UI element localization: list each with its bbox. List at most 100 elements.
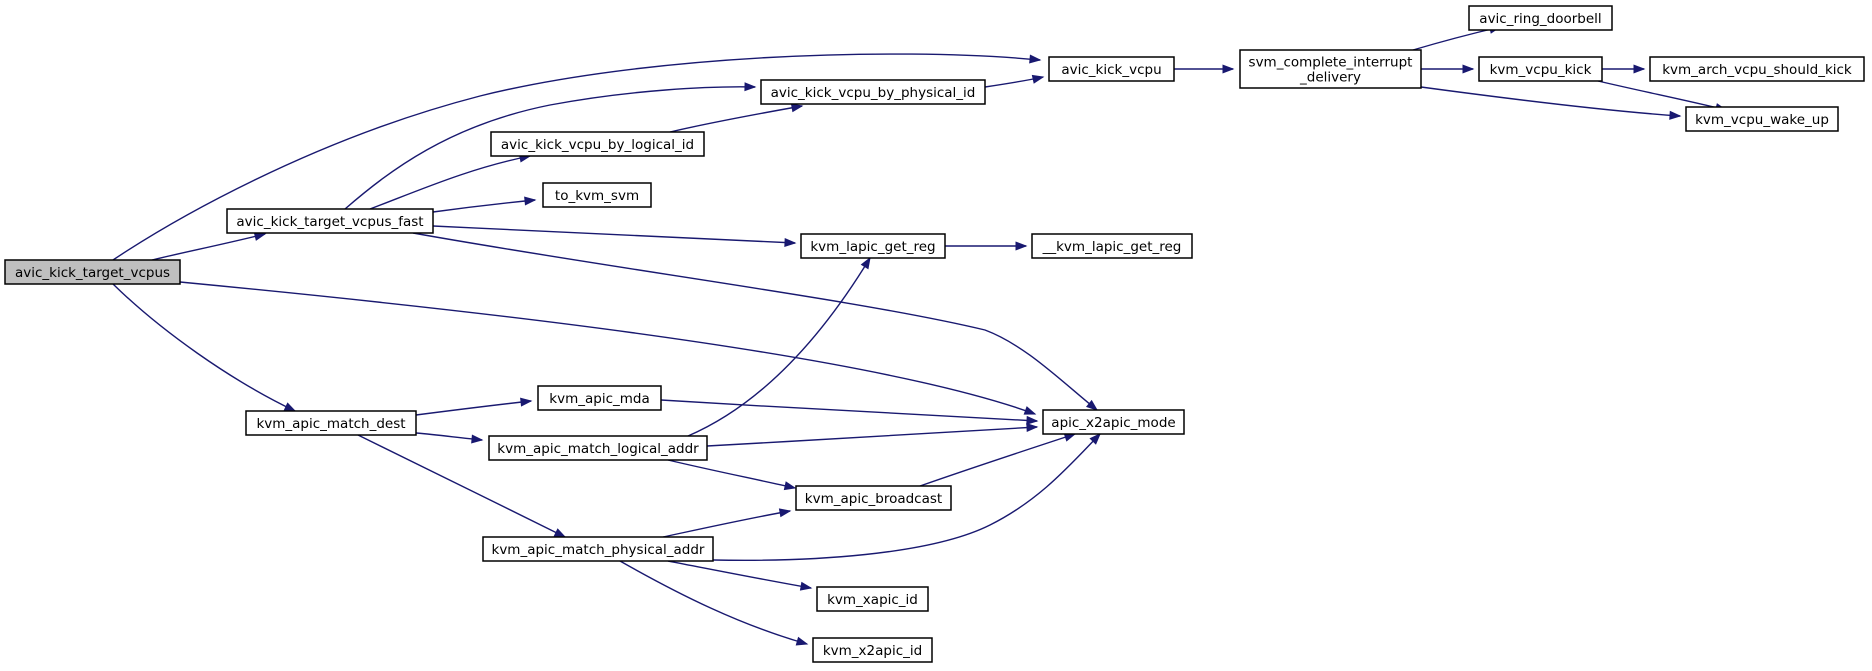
node-label: svm_complete_interrupt [1249,55,1413,71]
node-avic-kick-target-vcpus-fast[interactable]: avic_kick_target_vcpus_fast [226,208,434,234]
edge-kvm_vcpu_kick-to-kvm_arch_vcpu_should_kick [1602,64,1646,74]
edge-avic_kick_target_vcpus_fast-to-apic_x2apic_mode [412,232,1099,411]
node-label: kvm_apic_match_dest [256,416,405,432]
node-kvm-apic-match-logical-addr[interactable]: kvm_apic_match_logical_addr [488,435,708,461]
edge-kvm_lapic_get_reg-to-__kvm_lapic_get_reg [944,241,1028,251]
edge-avic_kick_vcpu-to-svm_complete_interrupt_delivery [1174,64,1235,74]
arrowhead-icon [778,508,792,518]
edge-kvm_apic_match_physical_addr-to-kvm_apic_broadcast [662,508,792,538]
node-label: to_kvm_svm [555,188,639,204]
edge-line [687,257,871,437]
node-label: avic_kick_vcpu_by_logical_id [501,137,694,153]
arrowhead-icon [1015,241,1028,251]
edge-line [619,560,808,645]
node-label: kvm_arch_vcpu_should_kick [1662,62,1852,78]
node-label: kvm_x2apic_id [823,643,922,659]
arrowhead-icon [1089,432,1101,445]
node-box [1685,106,1839,132]
edge-line [669,105,803,133]
edge-avic_kick_target_vcpus-to-avic_kick_vcpu [112,53,1042,261]
node-box [1468,5,1613,31]
node-label: avic_kick_vcpu_by_physical_id [771,85,976,101]
node-label: kvm_apic_match_physical_addr [492,542,705,558]
edge-avic_kick_target_vcpus_fast-to-kvm_lapic_get_reg [432,225,797,248]
arrowhead-icon [1023,406,1037,415]
arrowhead-icon [783,481,797,491]
edge-line [412,232,1098,411]
node-box [812,637,933,663]
edge-line [369,155,531,210]
node-kvm-vcpu-wake-up[interactable]: kvm_vcpu_wake_up [1685,106,1839,132]
node-kvm-lapic-get-reg[interactable]: kvm_lapic_get_reg [800,233,946,259]
node-box [1649,56,1865,82]
edge-kvm_apic_match_dest-to-kvm_apic_match_logical_addr [415,432,484,444]
node-box [542,182,652,208]
node---kvm-lapic-get-reg[interactable]: __kvm_lapic_get_reg [1031,233,1193,259]
node-label: kvm_apic_match_logical_addr [497,441,699,457]
arrowhead-icon [799,581,813,591]
node-apic-x2apic-mode[interactable]: apic_x2apic_mode [1042,409,1185,435]
edge-line [1597,80,1727,111]
node-kvm-apic-match-physical-addr[interactable]: kvm_apic_match_physical_addr [482,536,714,562]
node-kvm-x2apic-id[interactable]: kvm_x2apic_id [812,637,933,663]
arrowhead-icon [1085,399,1099,411]
node-to-kvm-svm[interactable]: to_kvm_svm [542,182,652,208]
node-svm-complete-interrupt-delivery[interactable]: svm_complete_interrupt_delivery [1239,49,1422,89]
edge-line [919,433,1076,487]
edge-kvm_apic_match_physical_addr-to-kvm_xapic_id [667,560,813,591]
arrowhead-icon [1031,74,1045,84]
node-avic-ring-doorbell[interactable]: avic_ring_doorbell [1468,5,1613,31]
arrowhead-icon [253,232,267,241]
edge-line [706,426,1038,447]
arrowhead-icon [553,528,567,538]
edge-svm_complete_interrupt_delivery-to-kvm_vcpu_wake_up [1420,86,1682,120]
node-box [537,385,662,411]
node-box [1048,56,1175,82]
node-label: avic_kick_vcpu [1061,62,1161,78]
node-kvm-apic-broadcast[interactable]: kvm_apic_broadcast [795,485,952,511]
edge-line [660,399,1038,422]
edge-line [112,53,1041,261]
arrowhead-icon [1222,64,1235,74]
edge-kvm_apic_match_dest-to-kvm_apic_mda [415,397,533,416]
arrowhead-icon [520,397,533,407]
node-kvm-apic-mda[interactable]: kvm_apic_mda [537,385,662,411]
edge-kvm_apic_match_physical_addr-to-apic_x2apic_mode [712,432,1101,562]
edge-line [432,225,796,244]
node-box [1042,409,1185,435]
edges-layer [112,24,1728,646]
edge-avic_kick_vcpu_by_physical_id-to-avic_kick_vcpu [984,74,1045,88]
arrowhead-icon [744,82,757,92]
node-kvm-vcpu-kick[interactable]: kvm_vcpu_kick [1478,56,1603,82]
node-label: kvm_vcpu_kick [1490,62,1592,78]
node-avic-kick-vcpu[interactable]: avic_kick_vcpu [1048,56,1175,82]
node-box [1031,233,1193,259]
node-avic-kick-vcpu-by-physical-id[interactable]: avic_kick_vcpu_by_physical_id [760,79,986,105]
node-kvm-arch-vcpu-should-kick[interactable]: kvm_arch_vcpu_should_kick [1649,56,1865,82]
node-label: __kvm_lapic_get_reg [1042,239,1182,255]
edge-kvm_apic_match_physical_addr-to-kvm_x2apic_id [619,560,809,646]
edge-kvm_apic_broadcast-to-apic_x2apic_mode [919,432,1077,487]
nodes-layer: avic_kick_target_vcpus avic_kick_target_v… [4,5,1865,663]
node-box [795,485,952,511]
node-label: avic_kick_target_vcpus_fast [236,214,423,230]
edge-avic_kick_target_vcpus_fast-to-avic_kick_vcpu_by_physical_id [344,82,757,210]
node-avic-kick-target-vcpus[interactable]: avic_kick_target_vcpus [4,259,181,285]
edge-line [179,281,1036,415]
node-kvm-xapic-id[interactable]: kvm_xapic_id [816,586,929,612]
node-label: avic_ring_doorbell [1479,11,1601,27]
node-avic-kick-vcpu-by-logical-id[interactable]: avic_kick_vcpu_by_logical_id [490,131,705,157]
edge-kvm_apic_match_logical_addr-to-kvm_lapic_get_reg [687,256,871,437]
arrowhead-icon [1633,64,1646,74]
arrowhead-icon [1462,64,1475,74]
arrowhead-icon [471,434,484,444]
node-kvm-apic-match-dest[interactable]: kvm_apic_match_dest [245,410,417,436]
arrowhead-icon [795,636,809,646]
edge-line [667,560,812,589]
arrowhead-icon [784,237,797,248]
node-box [760,79,986,105]
arrowhead-icon [1669,110,1682,120]
edge-line [415,400,532,416]
edge-line [1420,86,1681,117]
edge-line [712,433,1101,562]
